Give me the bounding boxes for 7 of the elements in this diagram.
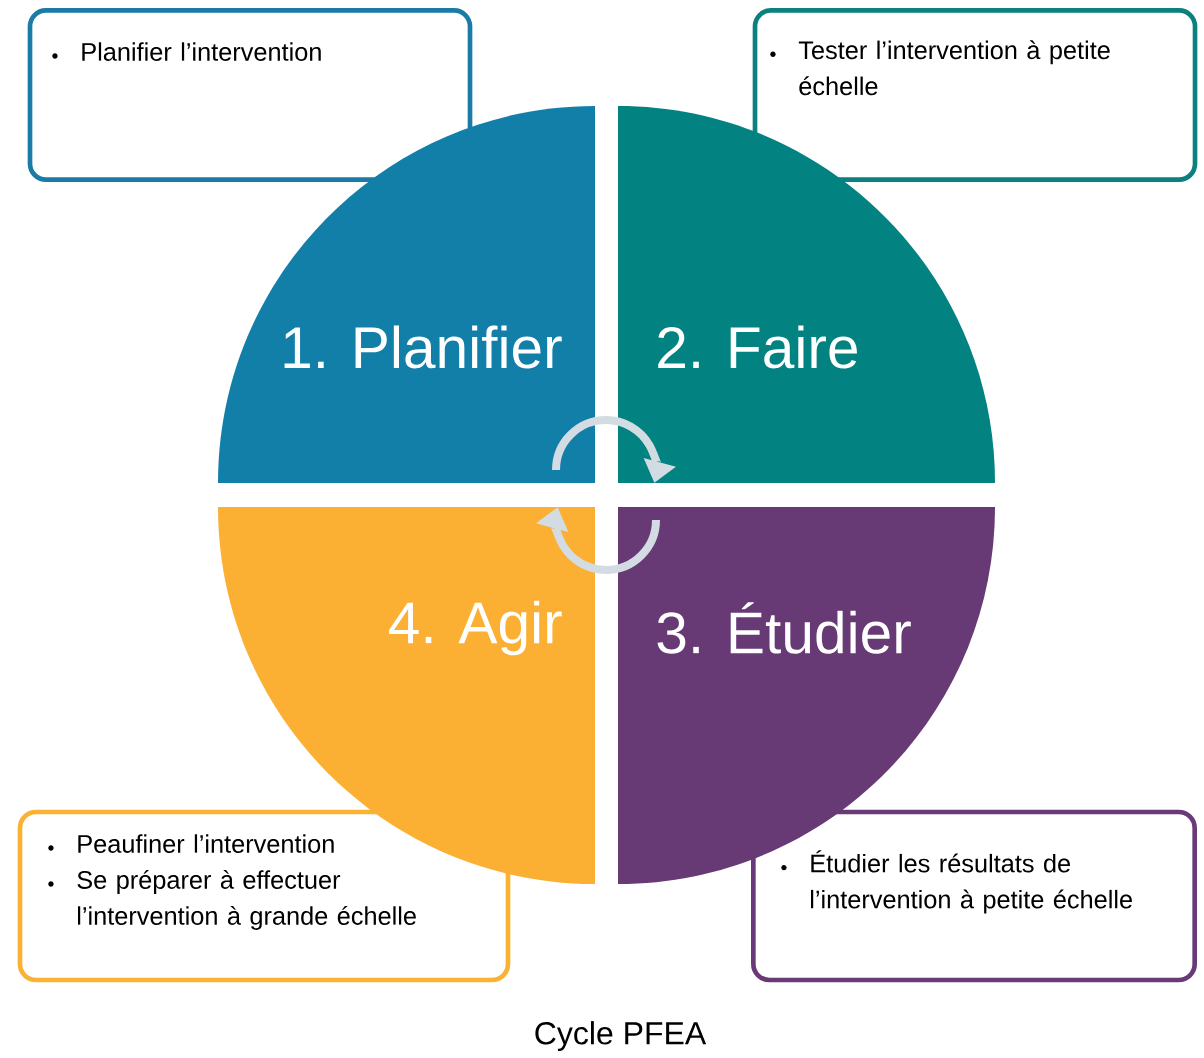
text-box: Étudier les résultats de l’intervention à petite échelle [751, 809, 1197, 983]
quadrant-sector: 1. Planifier [218, 106, 595, 483]
text-box: Tester l’intervention à petite échelle [752, 8, 1198, 182]
text-box: Planifier l’intervention [27, 8, 473, 182]
text-box: Peaufiner l’intervention Se préparer à effectuer l’intervention à grande échelle [17, 809, 511, 983]
quadrant-sector: 2. Faire [618, 106, 995, 483]
caption: Cycle PFEA [535, 1021, 707, 1051]
